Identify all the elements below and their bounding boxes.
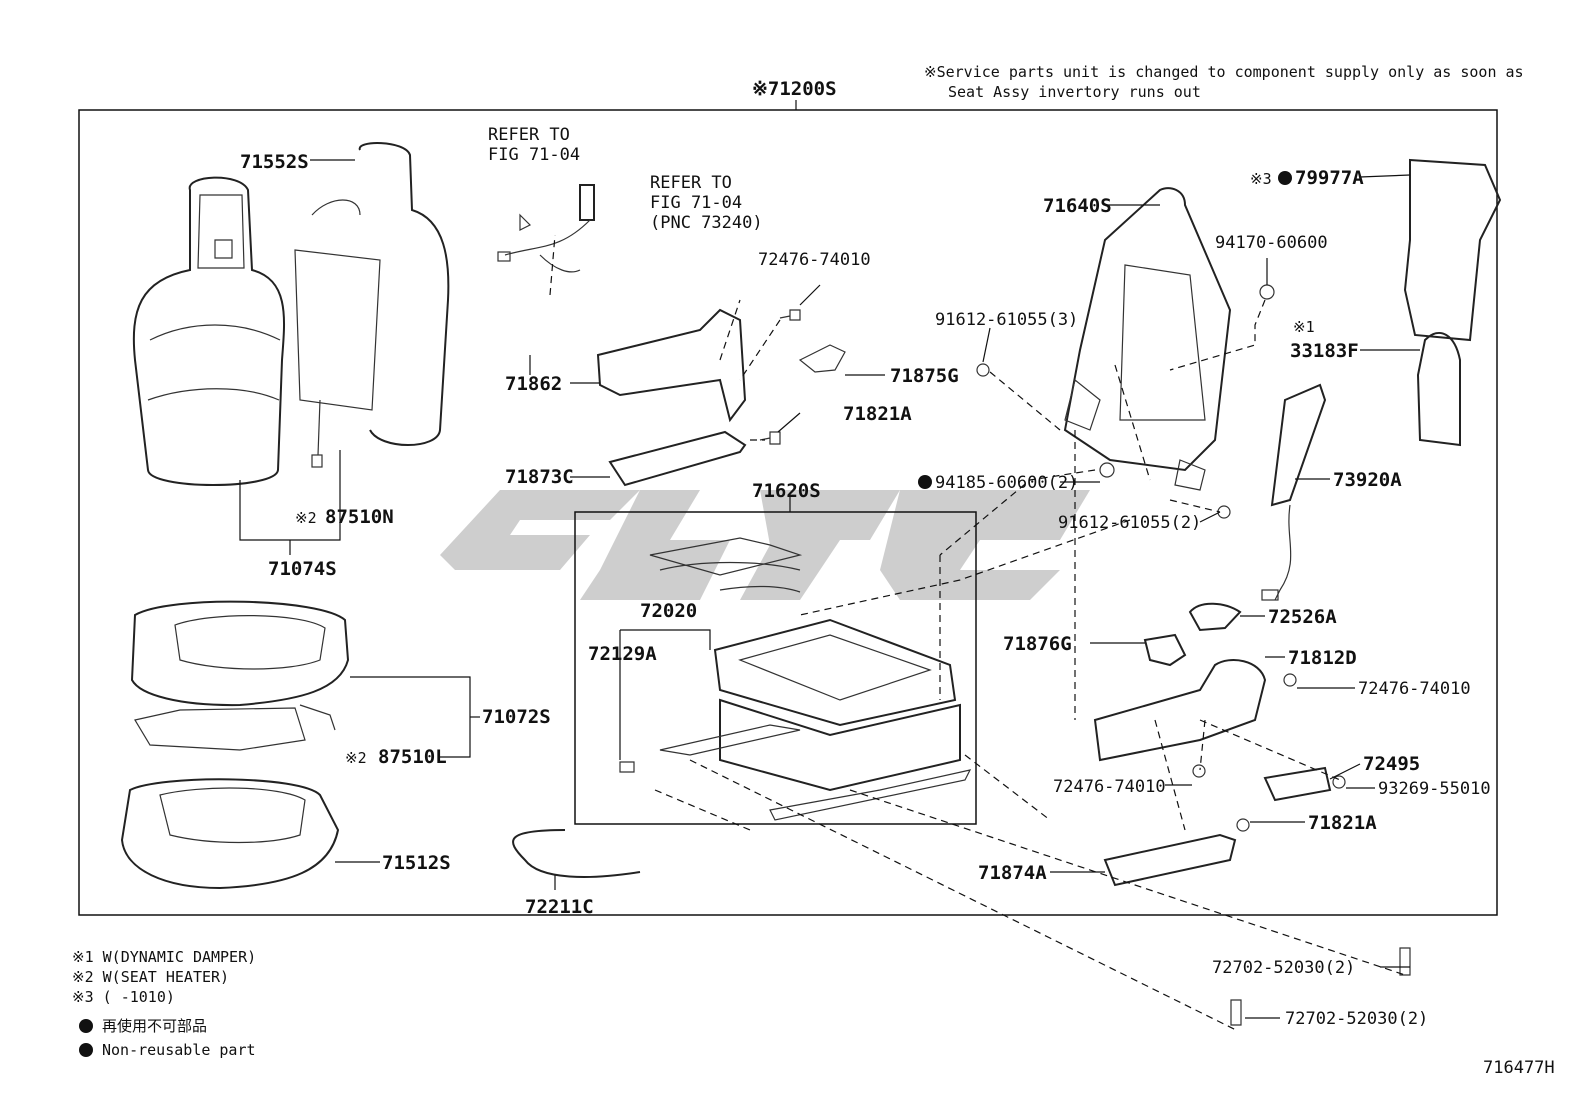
cover-71874a-drawing	[1103, 833, 1237, 887]
legend-nonreusable-en: Non-reusable part	[102, 1041, 256, 1059]
damper-33183f-drawing	[1416, 331, 1461, 447]
watermark-logo	[440, 490, 1090, 600]
label-71873C: 71873C	[505, 466, 574, 488]
cover-71873c-drawing	[608, 430, 747, 487]
seatback-frame-drawing	[1063, 187, 1232, 491]
label-91612-61055-3: 91612-61055(3)	[935, 310, 1078, 330]
label-94185-60600-2: 94185-60600(2)	[935, 473, 1078, 493]
label-71620S: 71620S	[752, 480, 821, 502]
ref2-line2: FIG 71-04	[650, 193, 742, 213]
shield-71862-drawing	[596, 308, 747, 423]
label-72526A: 72526A	[1268, 606, 1337, 628]
legend-dot-en	[79, 1043, 93, 1057]
label-71862: 71862	[505, 373, 562, 395]
label-72702-52030-b: 72702-52030(2)	[1285, 1009, 1428, 1029]
seatback-cover-drawing	[132, 142, 450, 486]
label-71821A-a: 71821A	[843, 403, 912, 425]
label-87510L: 87510L	[378, 746, 447, 768]
label-71072S: 71072S	[482, 706, 551, 728]
legend-dot-jp	[79, 1019, 93, 1033]
label-71512S: 71512S	[382, 852, 451, 874]
label-72702-52030-a: 72702-52030(2)	[1212, 958, 1355, 978]
assembly-number: ※71200S	[752, 78, 837, 100]
legend-note-3: ※3 ( -1010)	[72, 988, 175, 1006]
airbag-73920a-drawing	[1270, 383, 1327, 507]
label-71074S: 71074S	[268, 558, 337, 580]
label-33183F: 33183F	[1290, 340, 1359, 362]
nonreusable-dot-94185	[918, 475, 932, 489]
mark-2a: ※2	[295, 509, 317, 527]
label-71552S: 71552S	[240, 151, 309, 173]
service-note-line2: Seat Assy invertory runs out	[948, 83, 1201, 101]
label-91612-61055-2: 91612-61055(2)	[1058, 513, 1201, 533]
label-72211C: 72211C	[525, 896, 594, 918]
ref2-line3: (PNC 73240)	[650, 213, 763, 233]
label-72476-74010-c: 72476-74010	[1053, 777, 1166, 797]
label-72129A: 72129A	[588, 643, 657, 665]
knob-72526a-drawing	[1188, 602, 1242, 632]
label-72476-74010-b: 72476-74010	[1358, 679, 1471, 699]
cover-71876g-drawing	[1143, 633, 1187, 667]
label-79977A: 79977A	[1295, 167, 1364, 189]
label-73920A: 73920A	[1333, 469, 1402, 491]
mark-1: ※1	[1293, 318, 1315, 336]
label-72495: 72495	[1363, 753, 1420, 775]
legend-note-2: ※2 W(SEAT HEATER)	[72, 968, 229, 986]
ref2-line1: REFER TO	[650, 173, 732, 193]
nonreusable-dot-79977a	[1278, 171, 1292, 185]
service-note-line1: ※Service parts unit is changed to compon…	[924, 63, 1524, 81]
label-72020: 72020	[640, 600, 697, 622]
label-71812D: 71812D	[1288, 647, 1357, 669]
cushion-subframe	[574, 511, 977, 825]
cushion-cover-drawing	[120, 600, 350, 890]
label-87510N: 87510N	[325, 506, 394, 528]
mark-2b: ※2	[345, 749, 367, 767]
label-93269-55010: 93269-55010	[1378, 779, 1491, 799]
label-71874A: 71874A	[978, 862, 1047, 884]
legend-nonreusable-jp: 再使用不可部品	[102, 1017, 207, 1035]
label-71640S: 71640S	[1043, 195, 1112, 217]
label-71875G: 71875G	[890, 365, 959, 387]
ref1-line2: FIG 71-04	[488, 145, 580, 165]
legend-note-1: ※1 W(DYNAMIC DAMPER)	[72, 948, 256, 966]
bracket-71875g-drawing	[798, 344, 846, 373]
label-94170-60600: 94170-60600	[1215, 233, 1328, 253]
cushion-frame-drawing	[619, 537, 972, 821]
dashed-lines	[549, 234, 1406, 1031]
shield-71812d-drawing	[1093, 659, 1267, 762]
bolt-glyphs	[759, 284, 1411, 1026]
label-71821A-b: 71821A	[1308, 812, 1377, 834]
buckle-wiring-drawing	[497, 184, 595, 273]
mark-3: ※3	[1250, 170, 1272, 188]
wire-72211c-drawing	[512, 829, 641, 878]
leader-lines	[239, 159, 1420, 1019]
pad-79977a-drawing	[1403, 158, 1502, 342]
ref1-line1: REFER TO	[488, 125, 570, 145]
label-71876G: 71876G	[1003, 633, 1072, 655]
diagram-code: 716477H	[1483, 1058, 1555, 1078]
label-72476-74010-a: 72476-74010	[758, 250, 871, 270]
lever-72495-drawing	[1263, 766, 1332, 802]
assembly-frame	[78, 109, 1498, 916]
